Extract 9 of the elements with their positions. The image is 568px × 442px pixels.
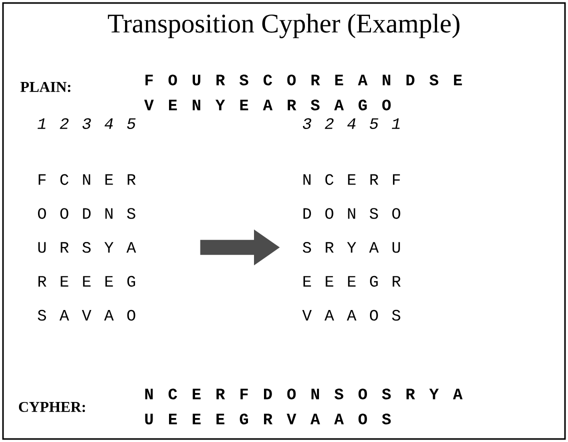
letter-table: 3 2 4 5 1 N C E R F D O N S O S R Y A U E E E G R V A A O S <box>302 118 401 321</box>
letter-table: 1 2 3 4 5 F C N E R O O D N S U R S Y A R E E E G S A V A O <box>38 118 136 321</box>
row-label: PLAIN: <box>20 82 70 92</box>
row-label: CYPHER: <box>18 402 85 412</box>
letter-row: F O U R S C O R E A N D S E <box>146 74 462 86</box>
letter-row: V E N Y E A R S A G O <box>144 100 391 110</box>
letter-row: N C E R F D O N S O S R Y A <box>145 388 463 400</box>
title: Transposition Cypher (Example) <box>108 14 460 38</box>
letter-row: U E E E G R V A A O S <box>145 414 391 424</box>
